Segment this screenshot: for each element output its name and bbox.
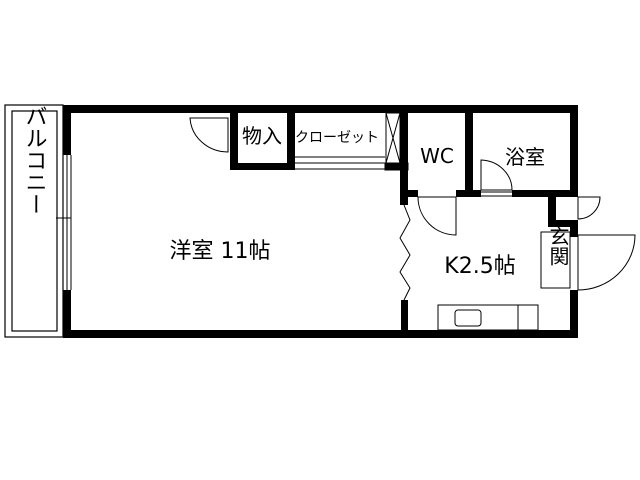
entrance: 玄関: [540, 196, 636, 291]
entrance-small-door: [577, 196, 601, 220]
closet: クローゼット: [238, 105, 400, 170]
balcony: バルコニー: [4, 104, 64, 338]
storage: 物入: [189, 105, 295, 170]
wc: WC: [400, 105, 473, 236]
outer-walls: [63, 105, 578, 338]
storage-door: [189, 117, 229, 153]
entrance-label: 玄関: [546, 226, 570, 266]
balcony-label: バルコニー: [22, 105, 47, 215]
storage-label: 物入: [242, 124, 282, 148]
bathroom-label: 浴室: [505, 145, 545, 169]
kitchen-counter: [437, 304, 539, 331]
western-room-label: 洋室 11帖: [170, 239, 271, 264]
kitchen-label: K2.5帖: [444, 254, 515, 279]
wc-door: [417, 196, 457, 236]
kitchen-partition: [399, 197, 411, 338]
wc-label: WC: [420, 144, 454, 168]
balcony-window: [56, 155, 72, 290]
bathroom: 浴室: [473, 145, 578, 197]
closet-label: クローゼット: [295, 130, 379, 146]
entrance-door: [577, 234, 636, 291]
bathroom-door: [480, 159, 513, 191]
